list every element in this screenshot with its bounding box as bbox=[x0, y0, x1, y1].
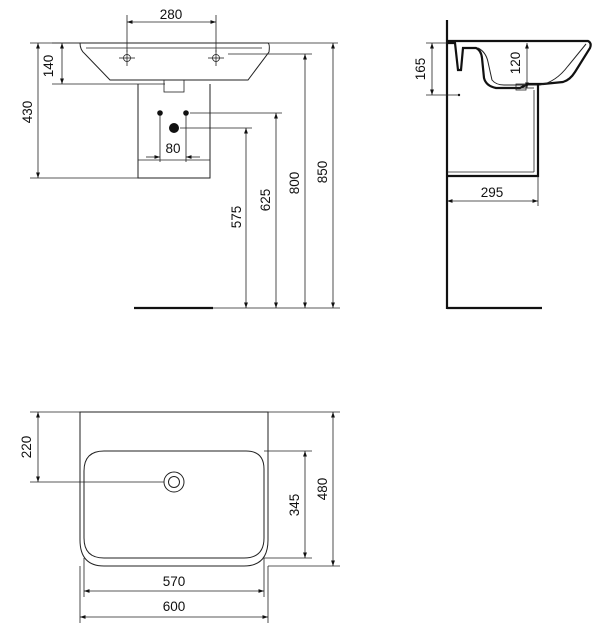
top-basin-outline bbox=[79, 411, 269, 567]
side-basin-inner bbox=[477, 43, 587, 86]
dim-600-label: 600 bbox=[163, 599, 186, 614]
dim-140-label: 140 bbox=[41, 55, 56, 78]
pedestal-outline bbox=[137, 84, 211, 179]
dim-220-label: 220 bbox=[19, 436, 34, 459]
dim-850-label: 850 bbox=[315, 161, 330, 184]
dim-480-label: 480 bbox=[315, 478, 330, 501]
side-view: 165 120 295 bbox=[413, 20, 592, 310]
fixing-point-left bbox=[157, 110, 163, 116]
waste-point bbox=[169, 123, 179, 133]
dim-120-label: 120 bbox=[508, 52, 523, 75]
side-pedestal bbox=[447, 84, 540, 178]
tap-hole-left-icon bbox=[119, 50, 135, 66]
dim-295-label: 295 bbox=[481, 185, 504, 200]
overflow-slot bbox=[163, 79, 185, 93]
side-basin-profile bbox=[447, 39, 592, 90]
dim-165-label: 165 bbox=[413, 58, 428, 81]
front-view: 280 140 430 80 575 625 800 850 bbox=[20, 7, 340, 310]
dim-575-label: 575 bbox=[229, 206, 244, 229]
dim-345-label: 345 bbox=[287, 494, 302, 517]
fixing-point-right bbox=[183, 110, 189, 116]
dim-570-label: 570 bbox=[163, 574, 186, 589]
top-bowl-outline bbox=[83, 450, 265, 559]
tap-hole-right-icon bbox=[208, 50, 224, 66]
dim-280-label: 280 bbox=[160, 7, 183, 22]
dim-800-label: 800 bbox=[287, 172, 302, 195]
drain-icon bbox=[163, 471, 185, 493]
dim-625-label: 625 bbox=[258, 189, 273, 212]
top-view: 220 345 480 570 600 bbox=[19, 411, 340, 623]
dim-80-label: 80 bbox=[165, 141, 180, 156]
dim-430-label: 430 bbox=[20, 101, 35, 124]
front-basin-outline bbox=[79, 42, 270, 81]
